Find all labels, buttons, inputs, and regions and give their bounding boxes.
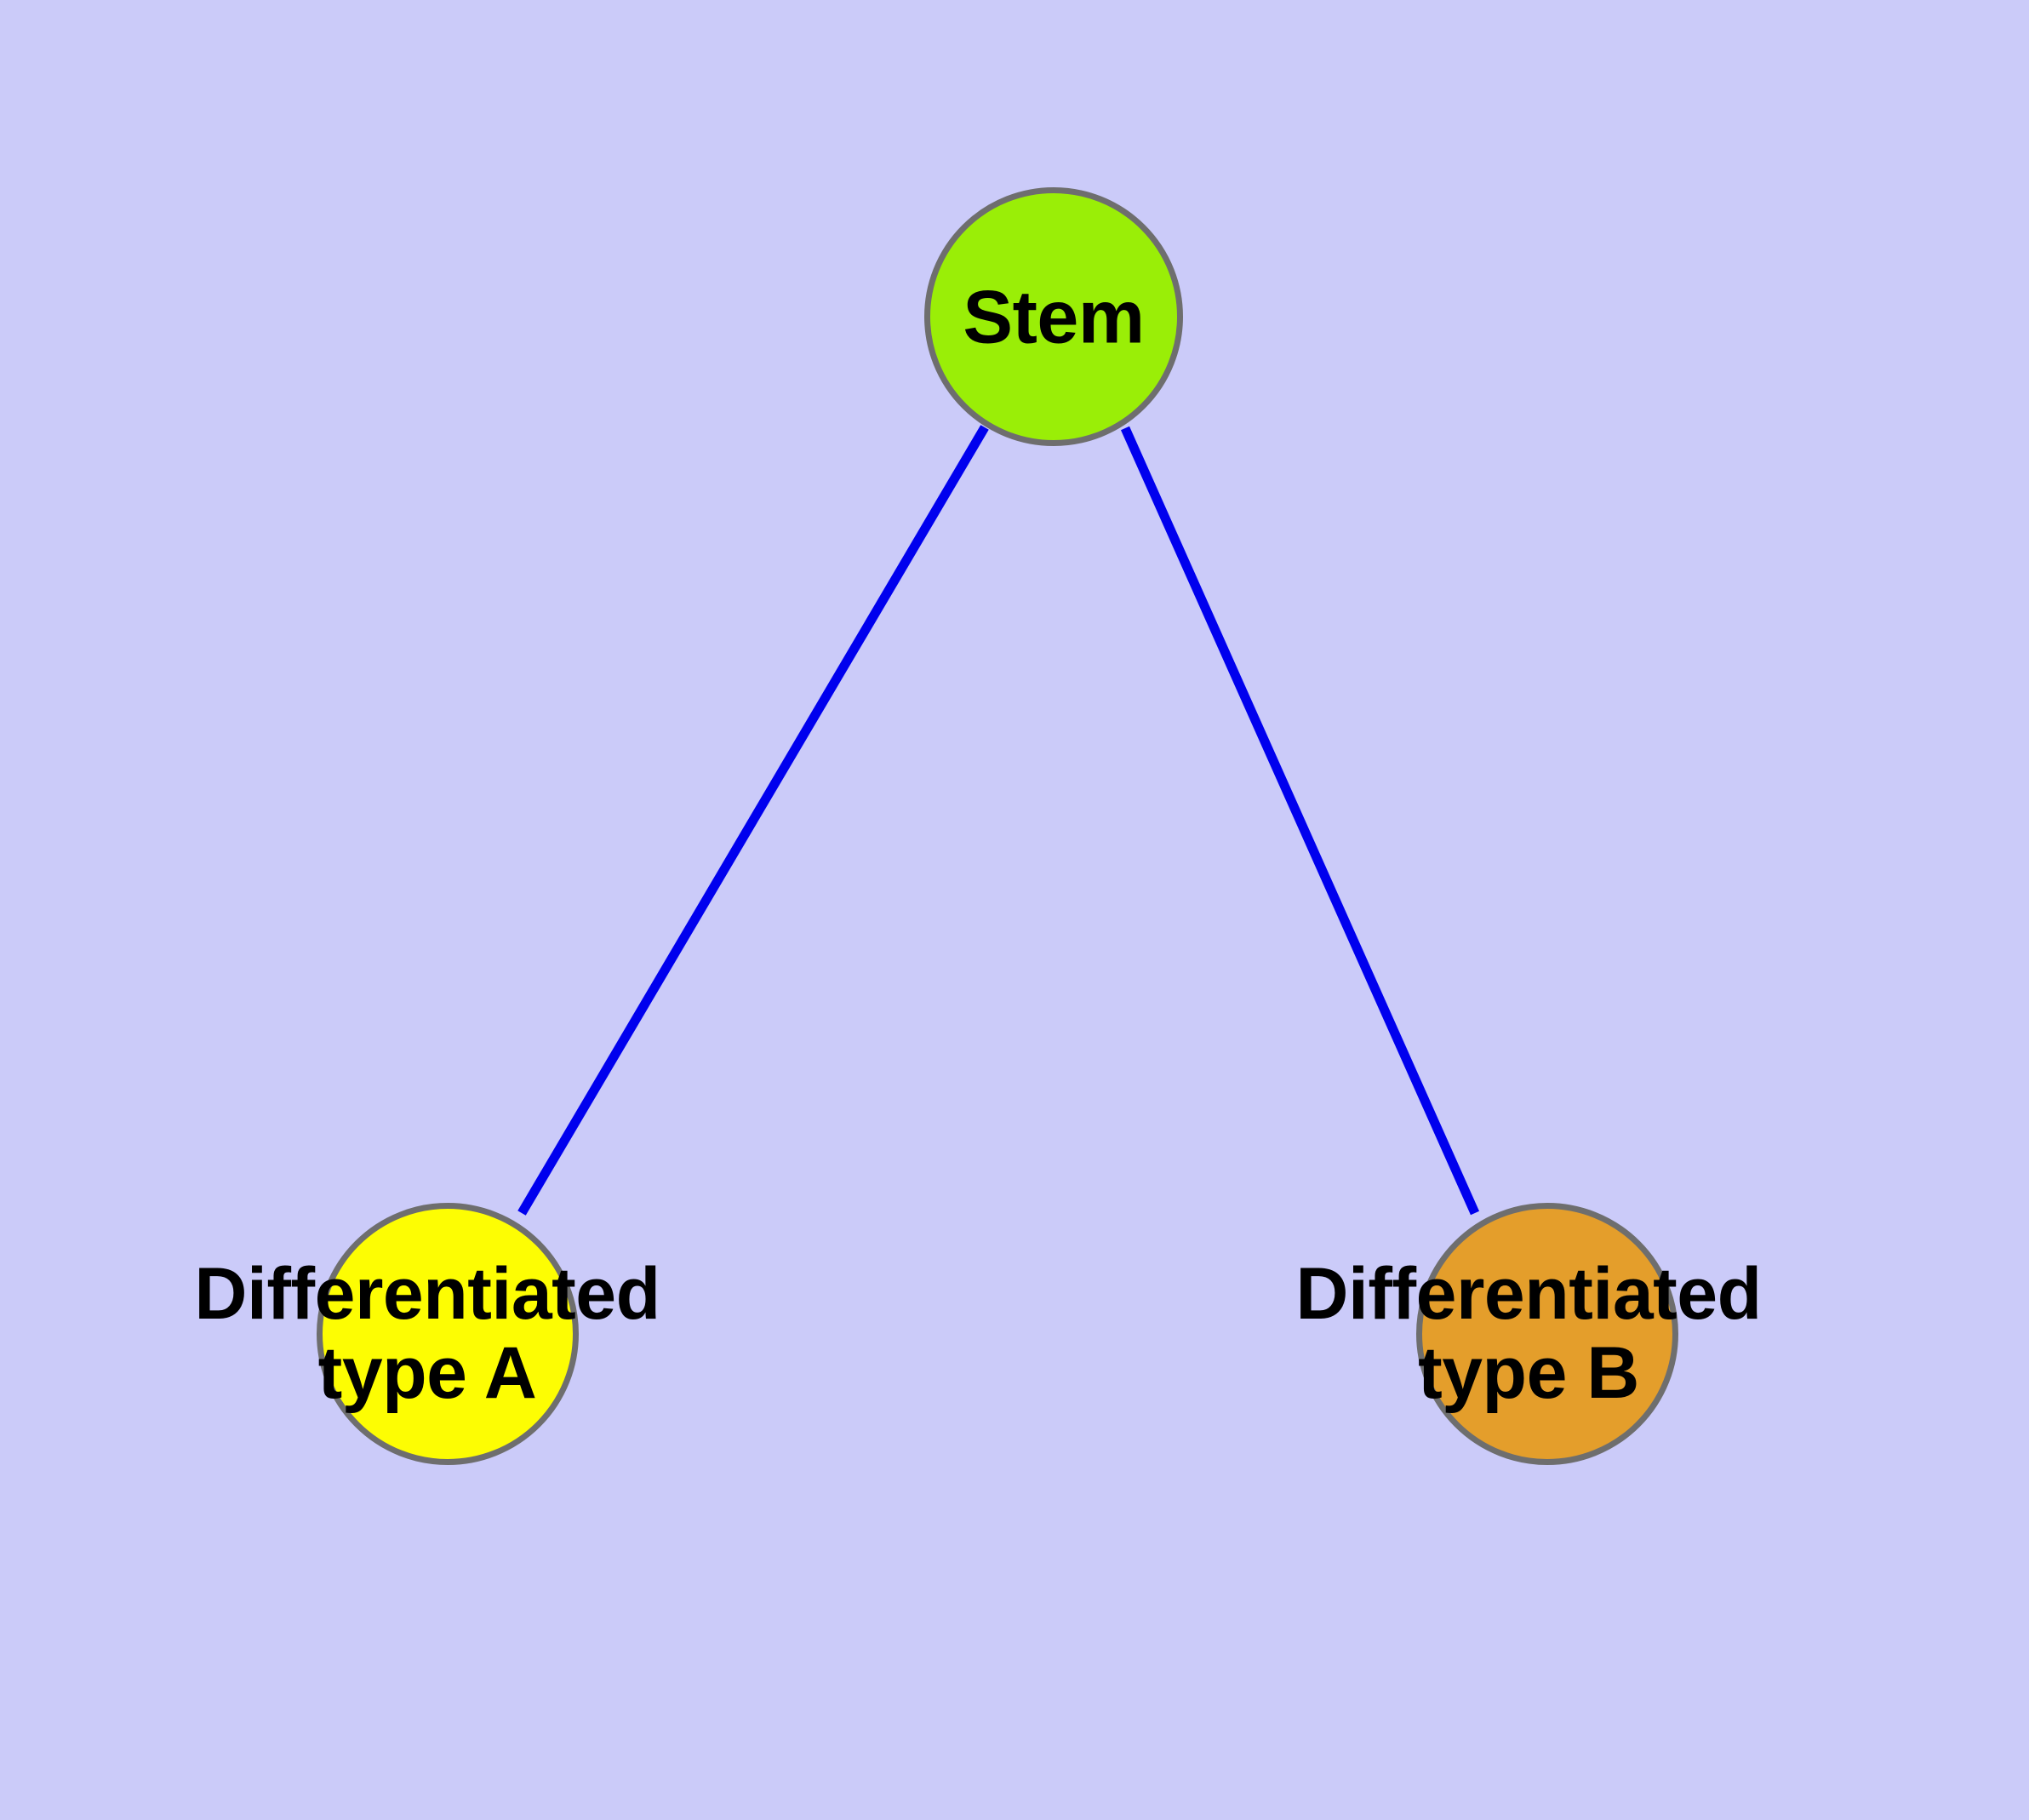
node-differentiated-type-a-label-line-2: type A	[317, 1332, 537, 1414]
node-differentiated-type-a-label-line-1: Differentiated	[194, 1253, 660, 1336]
node-stem-label: Stem	[963, 274, 1145, 359]
node-differentiated-type-a-label: Differentiated type A	[194, 1255, 660, 1413]
node-differentiated-type-b-label: Differentiated type B	[1295, 1253, 1762, 1414]
node-differentiated-type-b-label-line-1: Differentiated	[1295, 1253, 1762, 1336]
node-differentiated-type-b-label-line-2: type B	[1418, 1332, 1639, 1414]
node-differentiated-type-a[interactable]: Differentiated type A	[194, 1203, 660, 1465]
node-stem-label-line-1: Stem	[963, 274, 1145, 359]
edge-stem-to-differentiated-type-a	[517, 425, 989, 1216]
node-differentiated-type-b[interactable]: Differentiated type B	[1295, 1203, 1762, 1465]
edge-stem-to-differentiated-type-b	[1120, 426, 1480, 1216]
node-stem[interactable]: Stem	[924, 187, 1183, 446]
